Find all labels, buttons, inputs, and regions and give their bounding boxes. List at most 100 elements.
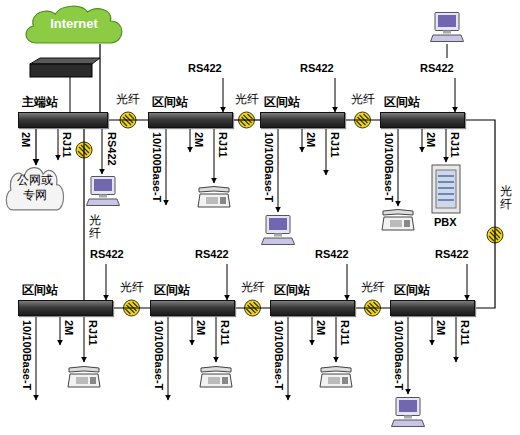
port-label: 2M <box>20 132 32 147</box>
port-label: 2M <box>195 320 207 335</box>
router <box>30 64 92 77</box>
port-wire <box>214 128 215 183</box>
port-label: RJ11 <box>87 320 99 346</box>
fiber-label: 光纤 <box>119 280 145 294</box>
port-label: 2M <box>425 132 437 147</box>
router-top <box>30 58 100 64</box>
router-cable <box>70 77 71 112</box>
port-wire <box>408 316 409 394</box>
station-name: 主端站 <box>22 95 58 109</box>
link-line <box>35 128 36 165</box>
port-label: RS422 <box>195 248 229 260</box>
station-name: 区间站 <box>22 283 58 297</box>
port-label: 10/100Base-T <box>151 132 163 202</box>
port-wire <box>190 128 191 152</box>
port-label: RJ11 <box>61 132 73 158</box>
phone-icon <box>200 367 232 388</box>
phone-icon <box>198 187 230 208</box>
port-label: RJ11 <box>339 320 351 346</box>
port-wire <box>336 316 337 362</box>
port-wire <box>216 316 217 362</box>
fiber-label: 光纤 <box>115 92 141 106</box>
computer-icon <box>87 177 120 206</box>
computer-icon <box>262 216 295 245</box>
port-wire <box>432 316 433 345</box>
rs422-wire <box>447 44 448 58</box>
rs422-input <box>347 264 348 300</box>
port-label: RS422 <box>315 248 349 260</box>
link-line <box>113 307 150 308</box>
computer-icon <box>431 13 464 42</box>
port-label: RJ11 <box>459 320 471 346</box>
port-label: 10/100Base-T <box>263 132 275 202</box>
port-label: PBX <box>434 216 457 228</box>
link-line <box>355 307 390 308</box>
port-label: 10/100Base-T <box>153 320 165 390</box>
section-station: 区间站 <box>260 112 345 128</box>
port-label: RS422 <box>188 62 222 74</box>
rs422-input <box>106 264 107 300</box>
port-wire <box>36 316 37 400</box>
fiber-label: 光纤 <box>234 92 260 106</box>
station-name: 区间站 <box>384 95 420 109</box>
port-label: 10/100Base-T <box>21 320 33 390</box>
fiber-label: 光纤 <box>350 92 376 106</box>
port-label: RS422 <box>106 132 118 166</box>
port-label: RJ11 <box>449 132 461 158</box>
port-wire <box>312 316 313 345</box>
rs422-input <box>227 264 228 300</box>
phone-icon <box>382 210 414 231</box>
pbx-cabinet <box>432 165 460 213</box>
station-name: 区间站 <box>264 95 300 109</box>
port-wire <box>278 128 279 212</box>
port-wire <box>326 128 327 175</box>
link-line <box>83 128 84 300</box>
port-wire <box>456 316 457 362</box>
port-label: 2M <box>193 132 205 147</box>
port-wire <box>288 316 289 400</box>
station-name: 区间站 <box>154 283 190 297</box>
port-label: 2M <box>305 132 317 147</box>
port-wire <box>422 128 423 152</box>
cloud-outline <box>6 168 63 210</box>
port-wire <box>302 128 303 152</box>
section-station: 区间站 <box>150 300 235 316</box>
link-line <box>235 307 270 308</box>
fiber-label: 光纤 <box>500 185 512 211</box>
fiber-label: 光纤 <box>89 214 101 240</box>
fiber-label: 光纤 <box>360 280 386 294</box>
section-station: 区间站 <box>148 112 233 128</box>
port-label: 10/100Base-T <box>393 320 405 390</box>
internet-cloud: Internet <box>22 4 126 44</box>
network-cloud: 公网或专网 <box>4 165 66 211</box>
link-line <box>233 119 260 120</box>
cloud-label: Internet <box>50 16 98 32</box>
station-name: 区间站 <box>394 283 430 297</box>
phone-icon <box>320 367 352 388</box>
section-station: 区间站 <box>270 300 355 316</box>
link-line <box>108 119 148 120</box>
port-wire <box>166 128 167 205</box>
port-wire <box>398 128 399 206</box>
port-wire <box>58 128 59 160</box>
rs422-input <box>335 78 336 112</box>
rs422-input <box>467 264 468 300</box>
port-wire <box>168 316 169 400</box>
port-label: RJ11 <box>217 132 229 158</box>
phone-icon <box>68 367 100 388</box>
port-label: RJ11 <box>219 320 231 346</box>
port-wire <box>60 316 61 345</box>
section-station: 区间站 <box>380 112 465 128</box>
station-name: 区间站 <box>274 283 310 297</box>
port-wire <box>192 316 193 345</box>
cloud-outline <box>26 6 122 43</box>
link-line <box>99 44 100 112</box>
computer-icon <box>392 398 425 427</box>
port-label: 2M <box>63 320 75 335</box>
port-label: RS422 <box>90 248 124 260</box>
pbx-slots <box>438 176 454 200</box>
port-wire <box>102 128 103 174</box>
rs422-input <box>223 78 224 112</box>
fiber-label: 光纤 <box>240 280 266 294</box>
